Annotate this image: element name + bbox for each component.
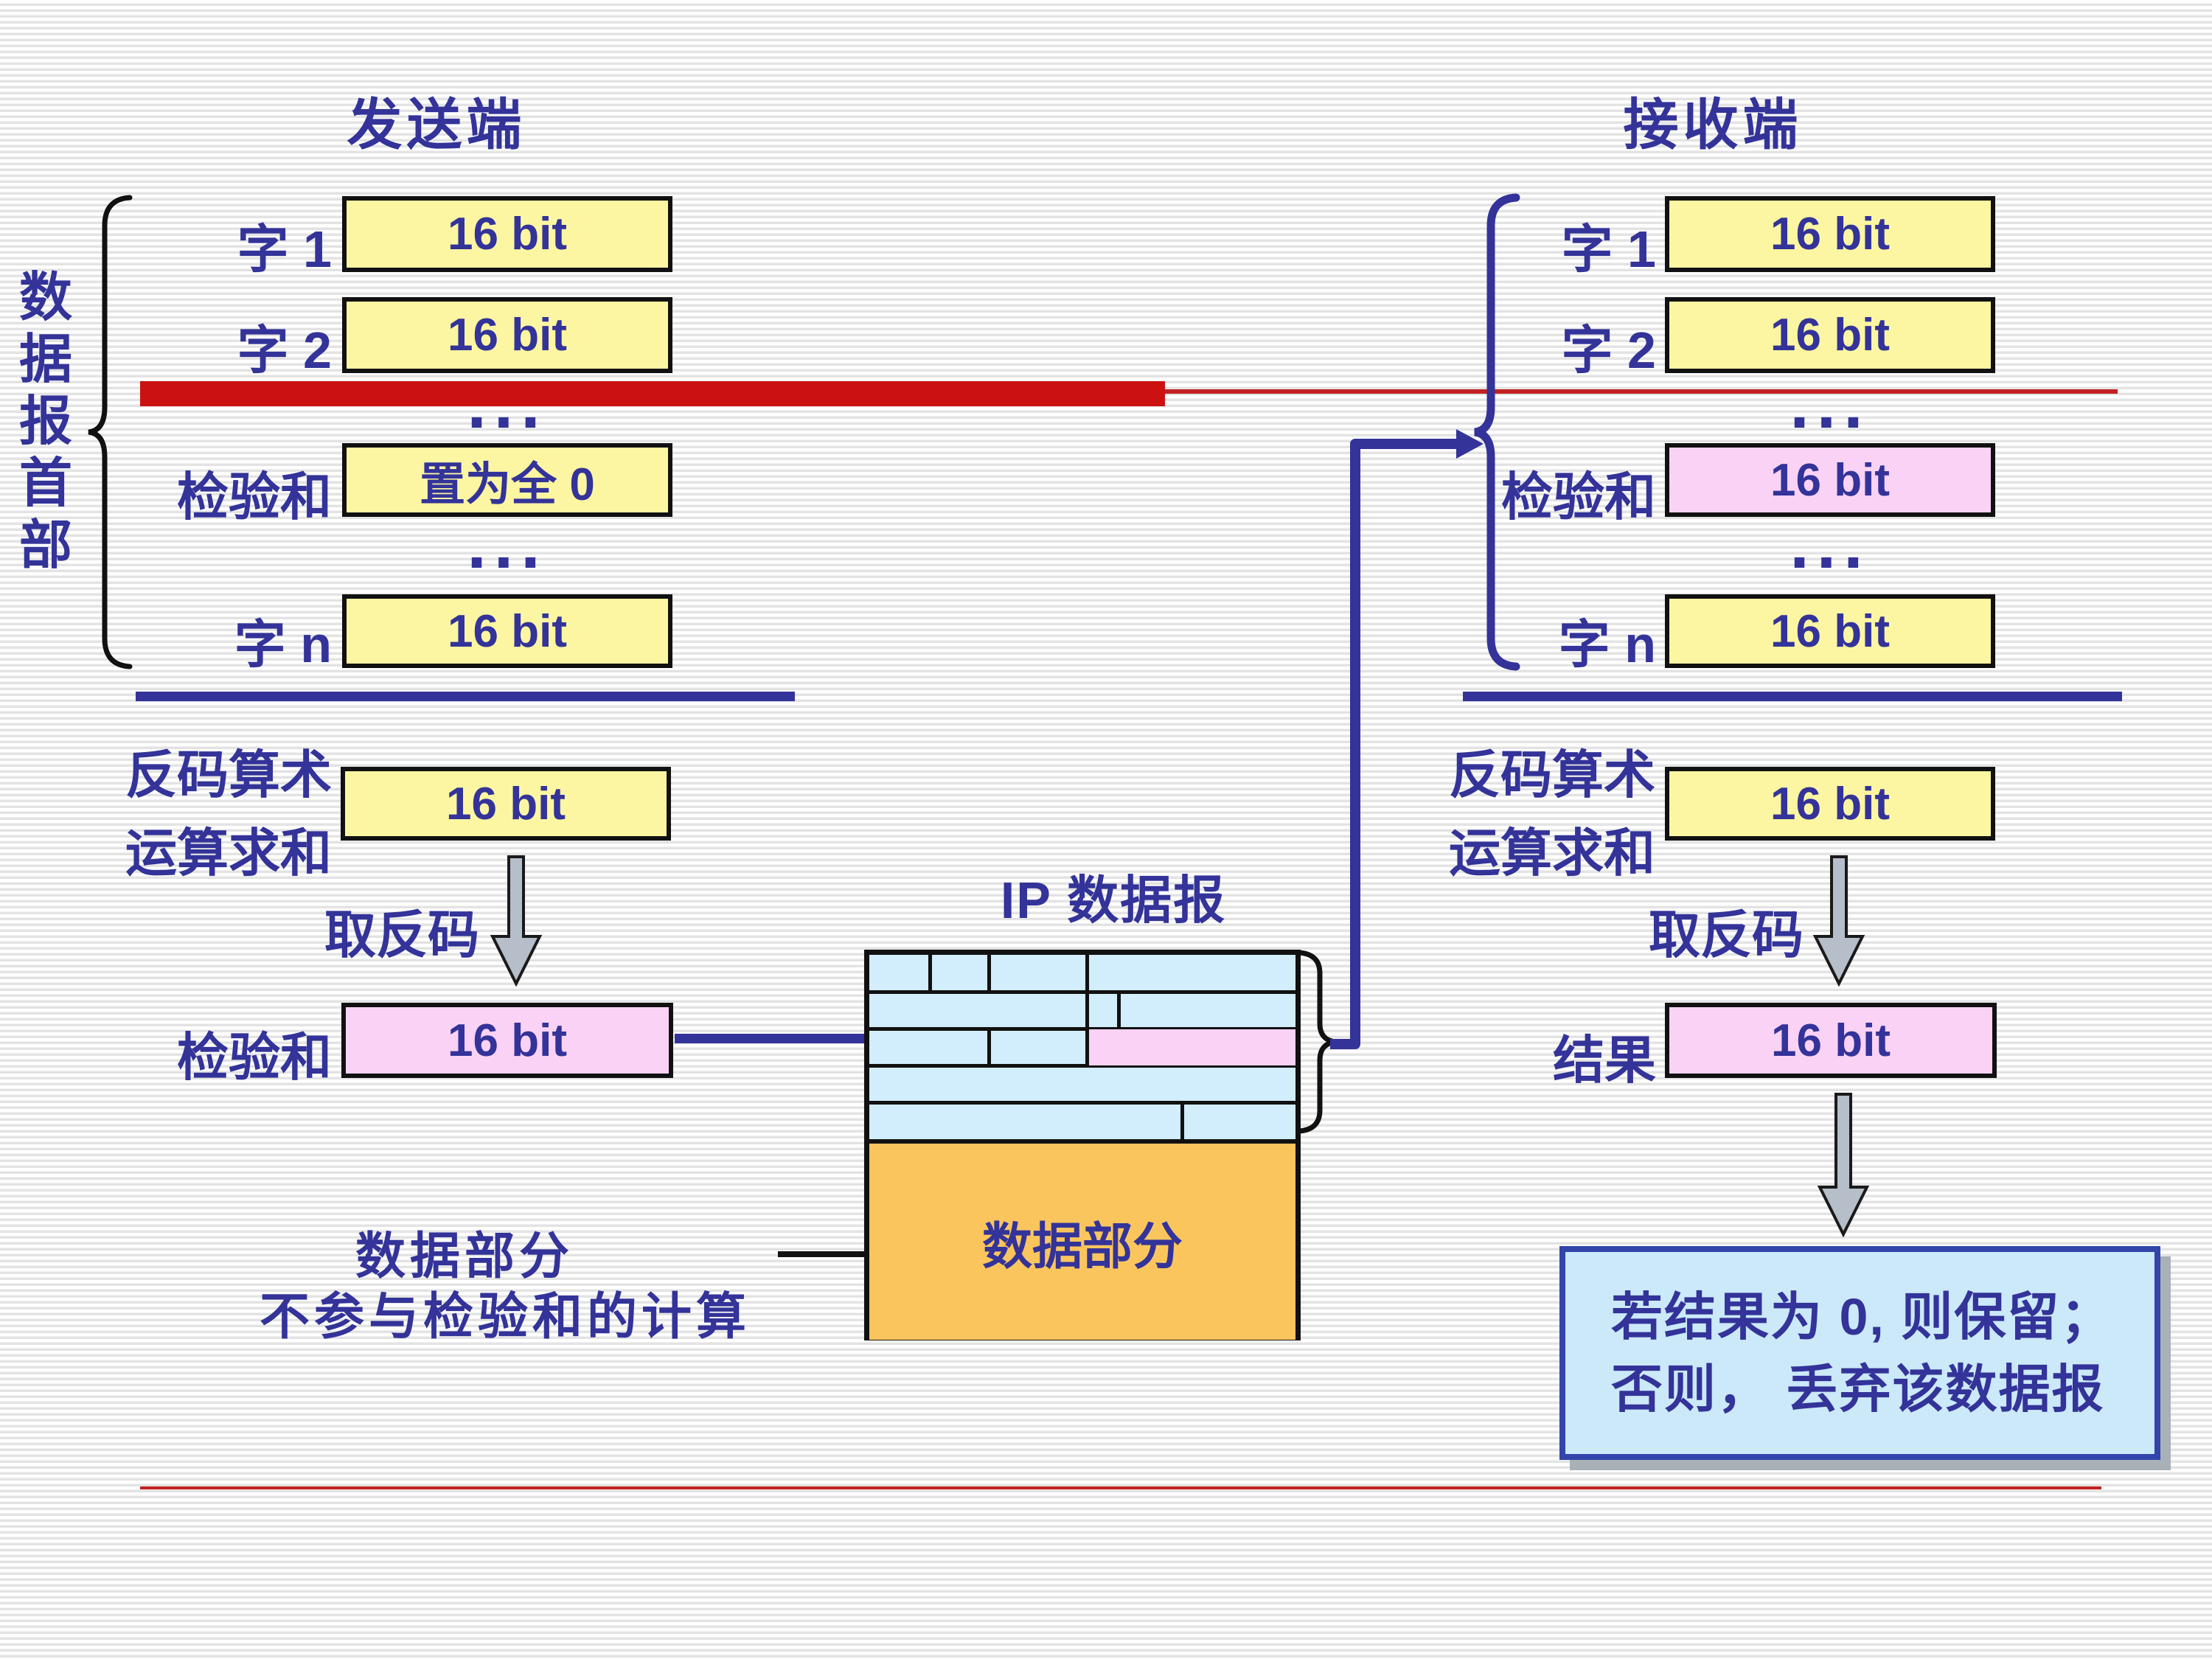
result-down-arrow-icon: [1817, 1093, 1870, 1237]
receiver-sum-label: 反码算术 运算求和: [1449, 746, 1655, 882]
receiver-checksum-row-label: 检验和: [1501, 468, 1656, 526]
receiver-word2-box: 16 bit: [1665, 297, 1995, 373]
receiver-ellipsis-2: ...: [1790, 505, 1871, 583]
ip-datagram-title: IP 数据报: [1000, 872, 1227, 929]
ip-grid-v-r1a: [928, 955, 932, 992]
sender-checksum-result-label: 检验和: [177, 1029, 332, 1086]
result-note-box: 若结果为 0, 则保留； 否则， 丢弃该数据报: [1559, 1246, 2160, 1460]
result-note-line1: 若结果为 0, 则保留；: [1611, 1288, 2114, 1346]
bottom-divider-line: [140, 1486, 2101, 1489]
ip-grid-hline-2: [869, 1027, 1295, 1031]
sender-ellipsis-1: ...: [467, 365, 548, 443]
ip-checksum-field: [1088, 1029, 1295, 1065]
receiver-word1-label: 字 1: [1561, 220, 1656, 278]
receiver-complement-label: 取反码: [1649, 906, 1804, 964]
ip-grid-v-r5: [1180, 1102, 1184, 1139]
sender-down-arrow-icon: [490, 855, 543, 987]
ip-grid-hline-1: [869, 990, 1295, 994]
sender-checksum-row-box: 置为全 0: [342, 443, 672, 517]
sender-word2-label: 字 2: [237, 321, 332, 379]
ip-grid-v-r3b: [1085, 1029, 1089, 1065]
ip-datagram-block: 数据部分: [864, 950, 1301, 1340]
red-divider-bar: [140, 381, 1165, 406]
receiver-title: 接收端: [1623, 94, 1803, 156]
receiver-ellipsis-1: ...: [1790, 365, 1871, 443]
annotation-line1: 数据部分: [355, 1228, 574, 1284]
receiver-word2-label: 字 2: [1561, 321, 1656, 379]
receiver-header-brace: [1474, 193, 1520, 671]
sender-title: 发送端: [347, 94, 526, 156]
ip-grid-v-r1b: [987, 955, 991, 992]
ip-grid-hline-3: [869, 1064, 1295, 1068]
sender-word1-label: 字 1: [237, 220, 332, 278]
datagram-header-vertical-label: 数 据 报 首 部: [18, 268, 72, 575]
sender-ellipsis-2: ...: [467, 505, 548, 583]
sender-header-brace: [88, 195, 133, 669]
ip-grid-v-r3a: [987, 1029, 991, 1065]
receiver-sum-box: 16 bit: [1665, 767, 1995, 841]
result-note-line2: 否则， 丢弃该数据报: [1611, 1360, 2105, 1418]
ip-grid-v-r2a: [1085, 992, 1089, 1029]
receiver-wordn-box: 16 bit: [1665, 594, 1995, 668]
sender-wordn-label: 字 n: [234, 616, 332, 673]
sender-word1-box: 16 bit: [342, 196, 672, 272]
sender-checksum-row-label: 检验和: [177, 468, 332, 526]
sender-underline: [136, 692, 795, 701]
header-to-receiver-connector: [1330, 429, 1484, 1049]
sender-word2-box: 16 bit: [342, 297, 672, 373]
ip-grid-v-r1c: [1085, 955, 1089, 992]
ip-grid-v-r2b: [1117, 992, 1121, 1029]
receiver-wordn-label: 字 n: [1558, 616, 1656, 673]
sender-checksum-result-box: 16 bit: [341, 1003, 673, 1078]
sender-complement-label: 取反码: [324, 906, 479, 964]
annotation-line2: 不参与检验和的计算: [259, 1289, 751, 1345]
receiver-checksum-row-box: 16 bit: [1665, 443, 1995, 517]
receiver-underline: [1463, 692, 2122, 701]
receiver-down-arrow-icon: [1812, 855, 1865, 987]
ip-data-part: 数据部分: [869, 1139, 1295, 1340]
receiver-word1-box: 16 bit: [1665, 196, 1995, 272]
receiver-result-box: 16 bit: [1665, 1003, 1997, 1078]
sender-sum-label: 反码算术 运算求和: [125, 746, 332, 882]
ip-grid-hline-4: [869, 1101, 1295, 1105]
sender-wordn-box: 16 bit: [342, 594, 672, 668]
sender-sum-box: 16 bit: [341, 767, 671, 841]
receiver-result-label: 结果: [1553, 1032, 1656, 1089]
red-divider-line: [1165, 389, 2118, 394]
